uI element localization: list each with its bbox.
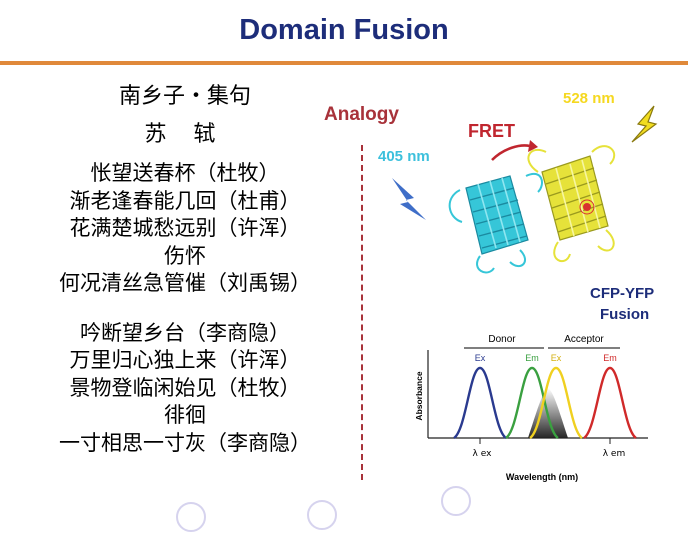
fusion-label-line2: Fusion [600, 306, 650, 323]
acceptor-excitation-curve [529, 366, 583, 439]
peak-label: Em [603, 353, 617, 363]
poem-line: 怅望送春杯（杜牧） [90, 161, 280, 185]
acceptor-label: Acceptor [564, 334, 604, 345]
poem-line: 徘徊 [164, 403, 206, 427]
poem-line: 景物登临闲始见（杜牧） [69, 375, 301, 400]
lambda-em-label: λ em [603, 449, 626, 459]
donor-emission-curve [505, 366, 559, 439]
x-axis-label: Wavelength (nm) [506, 472, 578, 482]
nav-circle[interactable] [441, 486, 471, 516]
emission-wavelength-label: 528 nm [563, 90, 615, 107]
y-axis-label: Absorbance [414, 371, 424, 420]
cfp-barrel [448, 173, 543, 274]
poem-line: 伤怀 [164, 243, 206, 268]
fret-spectrum-diagram: Donor Acceptor Absorbance Wavelength (nm… [414, 334, 648, 482]
curved-arrow-icon [491, 144, 531, 161]
fret-label: FRET [468, 121, 515, 141]
fusion-label-line1: CFP-YFP [590, 285, 655, 302]
poem-stanza-1: 怅望送春杯（杜牧） 渐老逢春能几回（杜甫） 花满楚城愁远别（许浑） 伤怀 何况清… [30, 160, 340, 298]
lambda-ex-label: λ ex [473, 449, 493, 459]
poem-line: 渐老逢春能几回（杜甫） [69, 188, 301, 213]
poem-line: 一寸相思一寸灰（李商隐） [59, 430, 311, 455]
acceptor-emission-curve [583, 366, 637, 439]
excitation-wavelength-label: 405 nm [378, 148, 430, 165]
nav-circle[interactable] [176, 502, 206, 532]
lightning-bolt-icon [392, 178, 426, 220]
peak-label: Ex [475, 353, 486, 363]
poem-block: 南乡子・集句 苏 轼 怅望送春杯（杜牧） 渐老逢春能几回（杜甫） 花满楚城愁远别… [30, 82, 340, 457]
peak-label: Em [525, 353, 539, 363]
peak-label: Ex [551, 353, 562, 363]
dashed-divider [361, 145, 363, 480]
poem-author: 苏 轼 [144, 122, 226, 147]
fret-protein-figure [392, 105, 658, 274]
donor-label: Donor [488, 334, 516, 345]
title-underline [0, 61, 688, 65]
poem-line: 花满楚城愁远别（许浑） [69, 216, 301, 240]
nav-circle[interactable] [307, 500, 337, 530]
poem-line: 万里归心独上来（许浑） [69, 348, 301, 372]
yfp-barrel [527, 145, 616, 263]
poem-line: 吟断望乡台（李商隐） [80, 320, 290, 345]
slide-title: Domain Fusion [239, 14, 449, 46]
poem-line: 何况清丝急管催（刘禹锡） [59, 271, 311, 295]
analogy-label: Analogy [324, 104, 399, 125]
poem-title: 南乡子・集句 [118, 84, 251, 109]
donor-excitation-curve [453, 366, 507, 439]
poem-stanza-2: 吟断望乡台（李商隐） 万里归心独上来（许浑） 景物登临闲始见（杜牧） 徘徊 一寸… [30, 320, 340, 458]
lightning-bolt-icon [631, 105, 658, 143]
